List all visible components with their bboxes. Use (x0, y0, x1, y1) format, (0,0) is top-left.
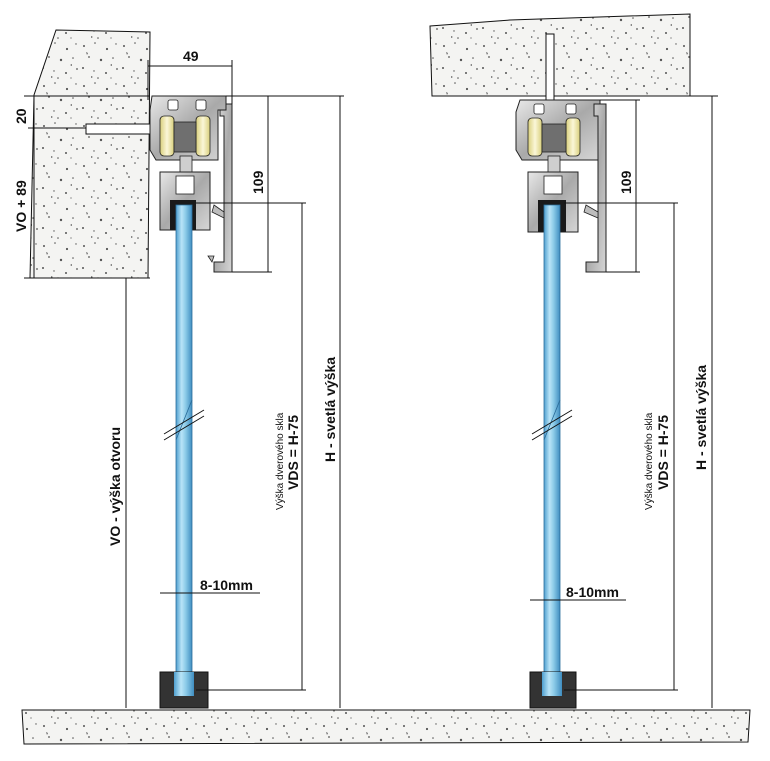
left-wall (29, 29, 151, 279)
left-vds-label: VDS = H-75 (285, 415, 301, 490)
right-glass-lower (543, 399, 561, 691)
right-roller-a (527, 117, 543, 157)
left-side-profile (213, 103, 233, 273)
right-clamp-nut (543, 175, 563, 195)
left-glass-upper (175, 204, 193, 441)
right-roller-axle (541, 123, 567, 153)
left-glass-lower (175, 399, 193, 691)
right-glass-upper (543, 204, 561, 441)
right-ceiling-bolt (545, 33, 555, 101)
left-break-marks (163, 409, 205, 441)
left-assembly: 49 20 VO + 89 109 VO - výška otvoru Výšk… (13, 29, 344, 709)
left-clamp-nut (175, 175, 195, 195)
left-glass-in-guide (174, 672, 194, 696)
right-roller-b (565, 117, 581, 157)
right-break-marks (531, 409, 573, 441)
floor-slab (21, 709, 751, 745)
left-profile-clip-bottom (207, 255, 215, 263)
left-dim-109: 109 (250, 170, 266, 194)
left-dim-vo89: VO + 89 (13, 180, 29, 232)
right-assembly: 109 Výška dverového skla VDS = H-75 H - … (429, 13, 718, 709)
right-profile-clip-top (583, 204, 599, 219)
right-dim-109: 109 (618, 170, 634, 194)
right-thickness-label: 8-10mm (566, 584, 619, 600)
left-rail-slot-a (167, 99, 179, 111)
right-side-profile (585, 103, 607, 273)
left-anchor-screw (85, 123, 157, 135)
left-dim-20: 20 (13, 108, 29, 124)
left-profile-clip-top (211, 204, 225, 219)
right-rail-slot-a (533, 103, 545, 115)
left-glass-label: Výška dverového skla (275, 412, 286, 510)
right-vds-label: VDS = H-75 (655, 415, 671, 490)
right-rail-slot-b (565, 103, 577, 115)
left-dim-49: 49 (183, 48, 199, 64)
right-glass-label: Výška dverového skla (644, 412, 655, 510)
left-rail-slot-b (195, 99, 207, 111)
left-roller-b (195, 115, 211, 157)
right-h-label: H - svetlá výška (693, 365, 709, 470)
left-roller-a (159, 115, 175, 157)
right-ceiling (429, 13, 691, 97)
left-h-label: H - svetlá výška (322, 357, 338, 462)
left-thickness-label: 8-10mm (200, 577, 253, 593)
right-glass-in-guide (542, 672, 562, 696)
left-roller-axle (173, 121, 197, 153)
left-dim-vo: VO - výška otvoru (107, 427, 123, 546)
